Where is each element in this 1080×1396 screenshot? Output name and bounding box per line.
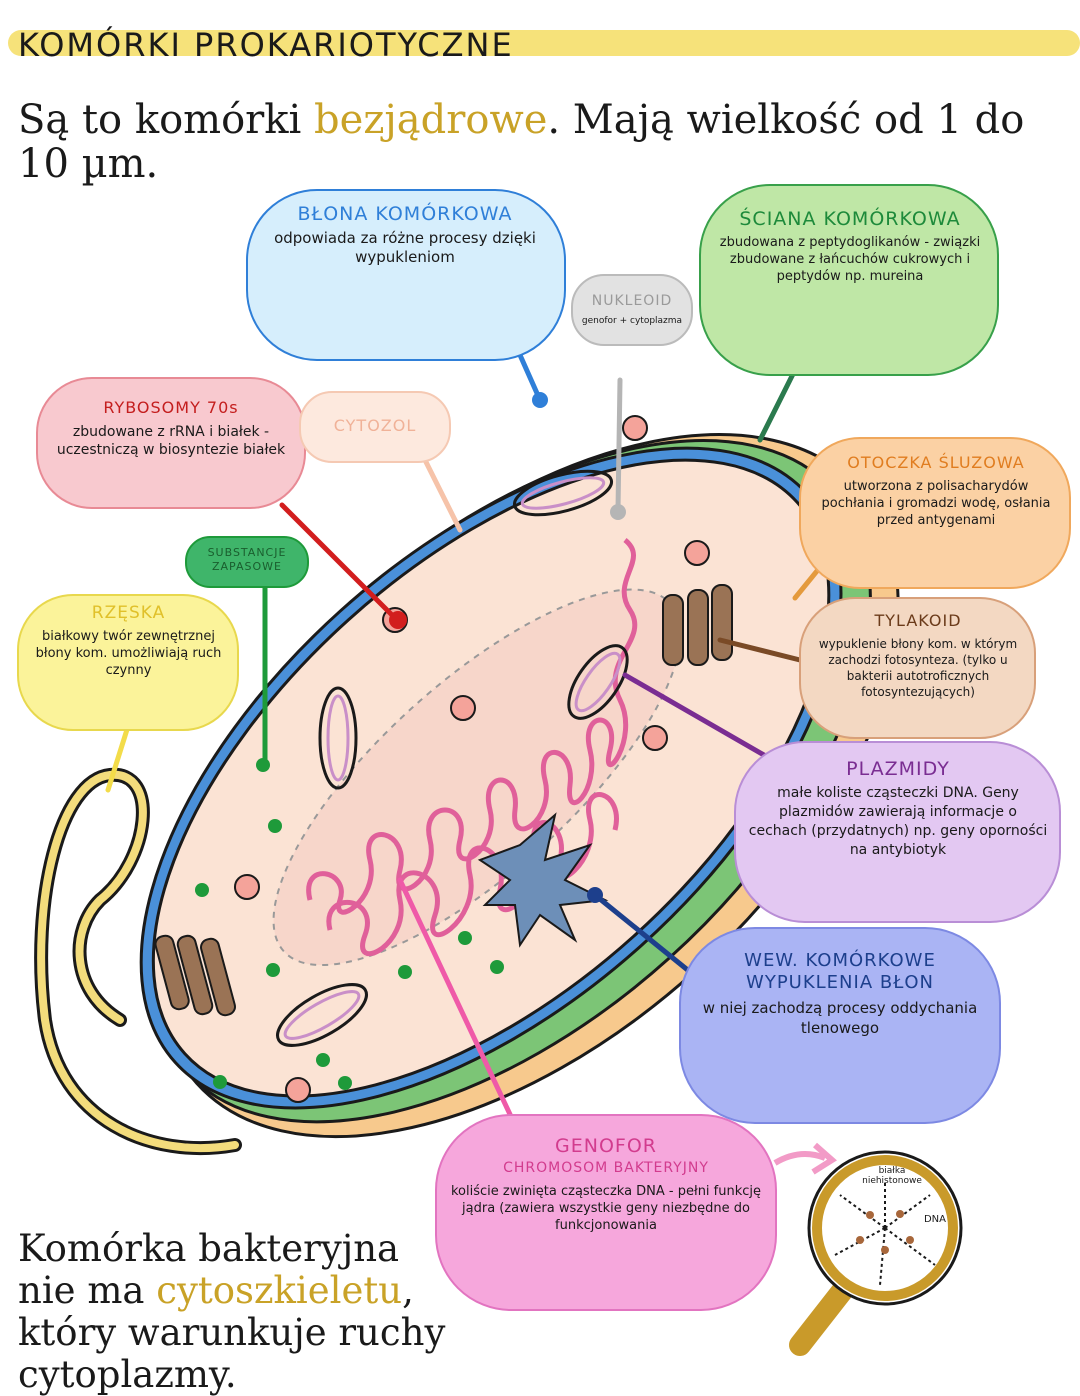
substancje-bubble	[185, 536, 309, 588]
blona-label: BŁONA KOMÓRKOWA odpowiada za różne proce…	[255, 203, 555, 267]
plasmids	[276, 469, 629, 1047]
rybosomy-title: RYBOSOMY 70s	[103, 398, 239, 417]
blona-bubble	[246, 189, 566, 361]
rybosomy-text: zbudowane z rRNA i białek - uczestniczą …	[56, 424, 286, 458]
intro-highlight: bezjądrowe	[314, 97, 548, 143]
substancje-label: SUBSTANCJE ZAPASOWE	[190, 546, 304, 574]
mesosome	[477, 812, 609, 948]
tylakoid-title: TYLAKOID	[874, 611, 962, 630]
rybosomy-connector	[279, 502, 398, 621]
nukleoid-connector	[615, 377, 623, 513]
outro-highlight: cytoszkieletu	[156, 1269, 403, 1312]
nukleoid-text: genofor + cytoplazma	[581, 316, 683, 326]
tylakoid-text: wypuklenie błony kom. w którym zachodzi …	[818, 637, 1018, 699]
sciana-label: ŚCIANA KOMÓRKOWA zbudowana z peptydoglik…	[710, 208, 990, 285]
cytozol-title: CYTOZOL	[333, 416, 417, 435]
wew-title: WEW. KOMÓRKOWE WYPUKLENIA BŁON	[744, 950, 936, 993]
otoczka-text: utworzona z polisacharydów pochłania i g…	[821, 479, 1051, 528]
wew-label: WEW. KOMÓRKOWE WYPUKLENIA BŁON w niej za…	[692, 950, 988, 1038]
magnifier-icon	[789, 1150, 963, 1356]
tylakoid-label: TYLAKOID wypuklenie błony kom. w którym …	[808, 610, 1028, 700]
page-title: KOMÓRKI PROKARIOTYCZNE	[18, 26, 514, 64]
tylakoid-connector	[717, 637, 803, 663]
plazmidy-text: małe koliste cząsteczki DNA. Geny plazmi…	[748, 785, 1048, 858]
storage-granules	[195, 758, 504, 1090]
blona-connector	[517, 352, 543, 403]
genofor-connector	[397, 877, 518, 1128]
blona-text: odpowiada za różne procesy dzięki wypukl…	[274, 229, 536, 266]
rybosomy-label: RYBOSOMY 70s zbudowane z rRNA i białek -…	[45, 397, 297, 459]
sciana-title: ŚCIANA KOMÓRKOWA	[739, 208, 961, 230]
title-highlight	[8, 30, 1080, 56]
otoczka-title: OTOCZKA ŚLUZOWA	[847, 453, 1025, 472]
zoom-arrow	[773, 1151, 827, 1166]
nukleoid-bubble	[571, 274, 693, 346]
sciana-text: zbudowana z peptydoglikanów - związki zb…	[719, 235, 981, 284]
intro-text: Są to komórki bezjądrowe. Mają wielkość …	[18, 97, 1025, 187]
substancje-title: SUBSTANCJE ZAPASOWE	[207, 546, 287, 573]
genofor-subtitle: CHROMOSOM BAKTERYJNY	[503, 1160, 709, 1176]
rzeska-connector	[105, 717, 133, 793]
otoczka-label: OTOCZKA ŚLUZOWA utworzona z polisacharyd…	[812, 452, 1060, 529]
rzeska-title: RZĘSKA	[91, 603, 166, 623]
nukleoid-title: NUKLEOID	[591, 293, 673, 309]
genofor-title: GENOFOR	[555, 1135, 657, 1157]
rzeska-label: RZĘSKA białkowy twór zewnętrznej błony k…	[26, 602, 231, 679]
genofor-bubble	[435, 1114, 777, 1311]
rzeska-bubble	[17, 594, 239, 731]
zoom-dna-label: DNA	[923, 1214, 947, 1225]
cytozol-connector	[422, 457, 463, 533]
nukleoid-label: NUKLEOID genofor + cytoplazma	[575, 290, 689, 327]
sciana-bubble	[699, 184, 999, 376]
tylakoid-bubble	[799, 597, 1036, 739]
plazmidy-label: PLAZMIDY małe koliste cząsteczki DNA. Ge…	[748, 758, 1048, 860]
wew-bubble	[679, 927, 1001, 1124]
genofor-label: GENOFOR CHROMOSOM BAKTERYJNY koliście zw…	[446, 1135, 766, 1234]
outro-text: Komórka bakteryjna nie ma cytoszkieletu,…	[18, 1227, 446, 1396]
otoczka-bubble	[799, 437, 1071, 589]
plazmidy-bubble	[734, 741, 1061, 923]
plazmidy-title: PLAZMIDY	[846, 758, 950, 780]
wew-text: w niej zachodzą procesy oddychania tleno…	[702, 999, 978, 1037]
plazmidy-connector	[622, 672, 793, 773]
blona-title: BŁONA KOMÓRKOWA	[297, 203, 513, 225]
rzeska-text: białkowy twór zewnętrznej błony kom. umo…	[35, 629, 222, 678]
genofor-text: koliście zwinięta cząsteczka DNA - pełni…	[450, 1184, 762, 1233]
sciana-connector	[757, 367, 798, 443]
wew-connector	[592, 892, 703, 983]
cytozol-label: CYTOZOL	[305, 415, 445, 437]
genophore-dna	[306, 538, 638, 957]
cytozol-bubble	[299, 391, 451, 463]
zoom-bialka-label: białka niehistonowe	[862, 1166, 922, 1186]
